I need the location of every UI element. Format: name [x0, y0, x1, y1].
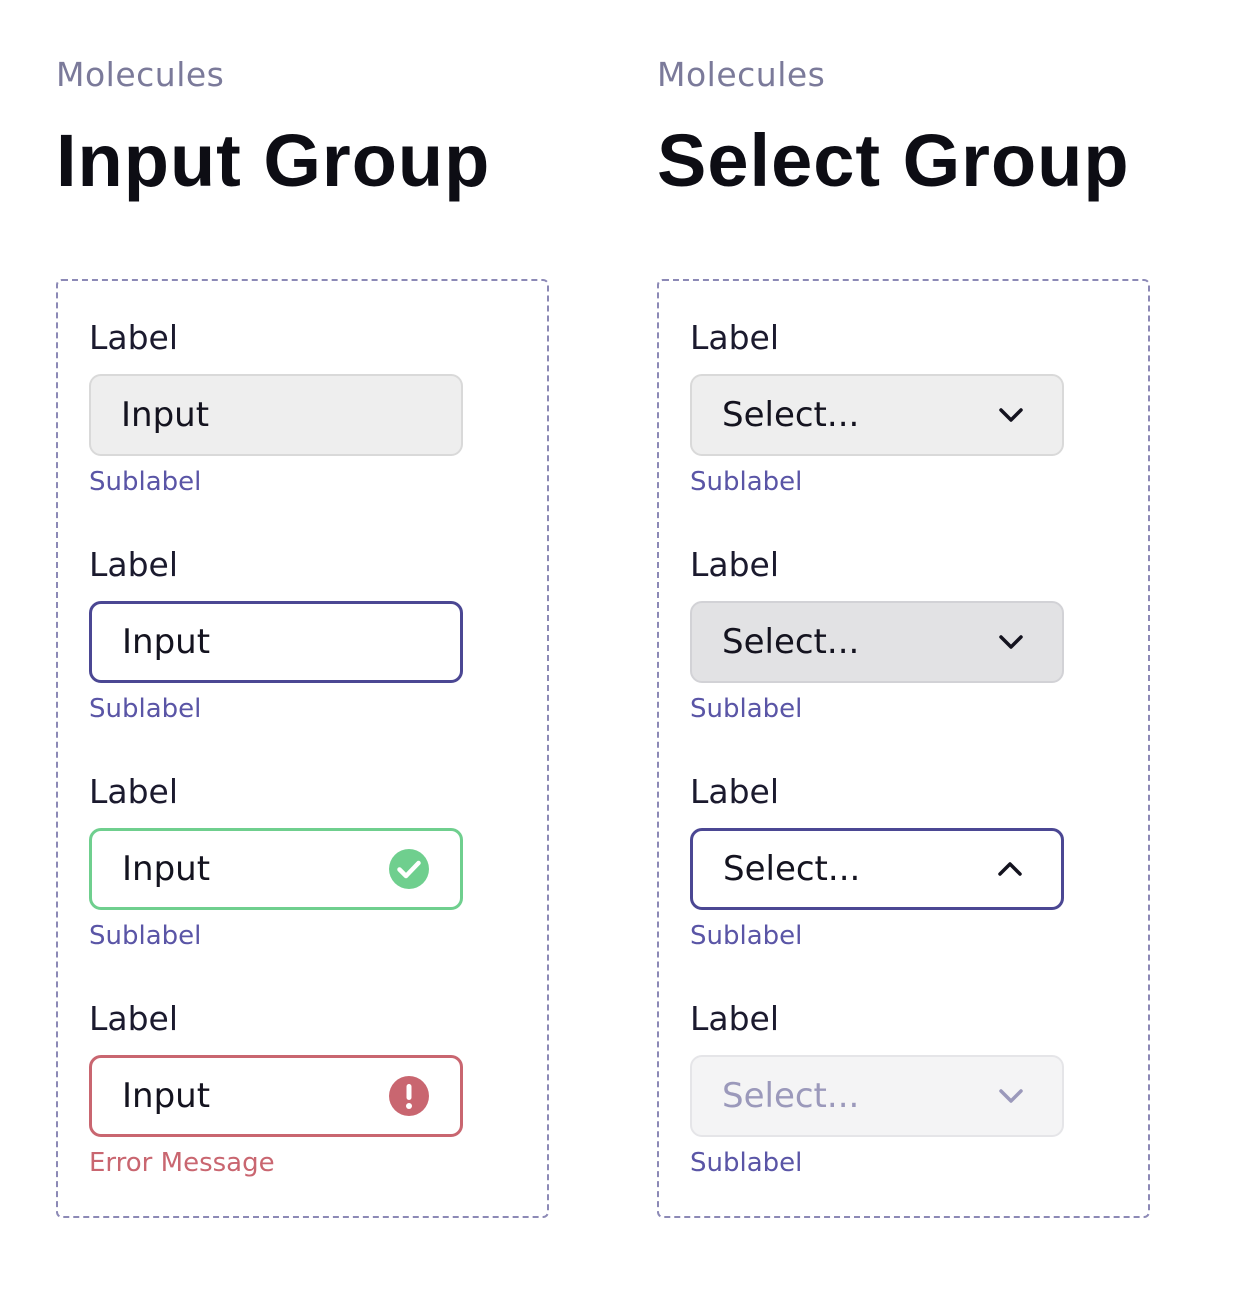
section-title: Input Group — [56, 119, 491, 202]
field-label: Label — [690, 318, 780, 357]
select-value: Select... — [722, 1076, 860, 1116]
field-label: Label — [690, 999, 780, 1038]
select-dropdown[interactable]: Select... — [690, 374, 1064, 456]
check-circle-icon — [388, 848, 430, 890]
input-value: Input — [121, 395, 210, 435]
field-sublabel: Sublabel — [690, 1148, 803, 1178]
text-input[interactable]: Input — [89, 374, 463, 456]
select-dropdown[interactable]: Select... — [690, 828, 1064, 910]
select-group-panel: Label Select... Sublabel Label Select...… — [657, 279, 1150, 1218]
text-input[interactable]: Input — [89, 828, 463, 910]
select-dropdown: Select... — [690, 1055, 1064, 1137]
field-label: Label — [89, 318, 179, 357]
field-error-message: Error Message — [89, 1148, 275, 1178]
field-label: Label — [89, 999, 179, 1038]
section-eyebrow: Molecules — [56, 55, 225, 94]
field-label: Label — [89, 772, 179, 811]
field-label: Label — [690, 772, 780, 811]
field-sublabel: Sublabel — [89, 921, 202, 951]
select-dropdown[interactable]: Select... — [690, 601, 1064, 683]
field-sublabel: Sublabel — [690, 921, 803, 951]
field-sublabel: Sublabel — [89, 694, 202, 724]
chevron-up-icon — [989, 848, 1031, 890]
input-value: Input — [122, 622, 211, 662]
input-group-panel: Label Input Sublabel Label Input Sublabe… — [56, 279, 549, 1218]
section-title: Select Group — [657, 119, 1130, 202]
field-sublabel: Sublabel — [690, 467, 803, 497]
text-input[interactable]: Input — [89, 601, 463, 683]
input-value: Input — [122, 849, 211, 889]
select-value: Select... — [723, 849, 861, 889]
input-value: Input — [122, 1076, 211, 1116]
chevron-down-icon — [990, 1075, 1032, 1117]
field-sublabel: Sublabel — [89, 467, 202, 497]
field-label: Label — [690, 545, 780, 584]
chevron-down-icon — [990, 394, 1032, 436]
error-circle-icon — [388, 1075, 430, 1117]
section-eyebrow: Molecules — [657, 55, 826, 94]
field-sublabel: Sublabel — [690, 694, 803, 724]
text-input[interactable]: Input — [89, 1055, 463, 1137]
select-value: Select... — [722, 622, 860, 662]
chevron-down-icon — [990, 621, 1032, 663]
select-value: Select... — [722, 395, 860, 435]
field-label: Label — [89, 545, 179, 584]
